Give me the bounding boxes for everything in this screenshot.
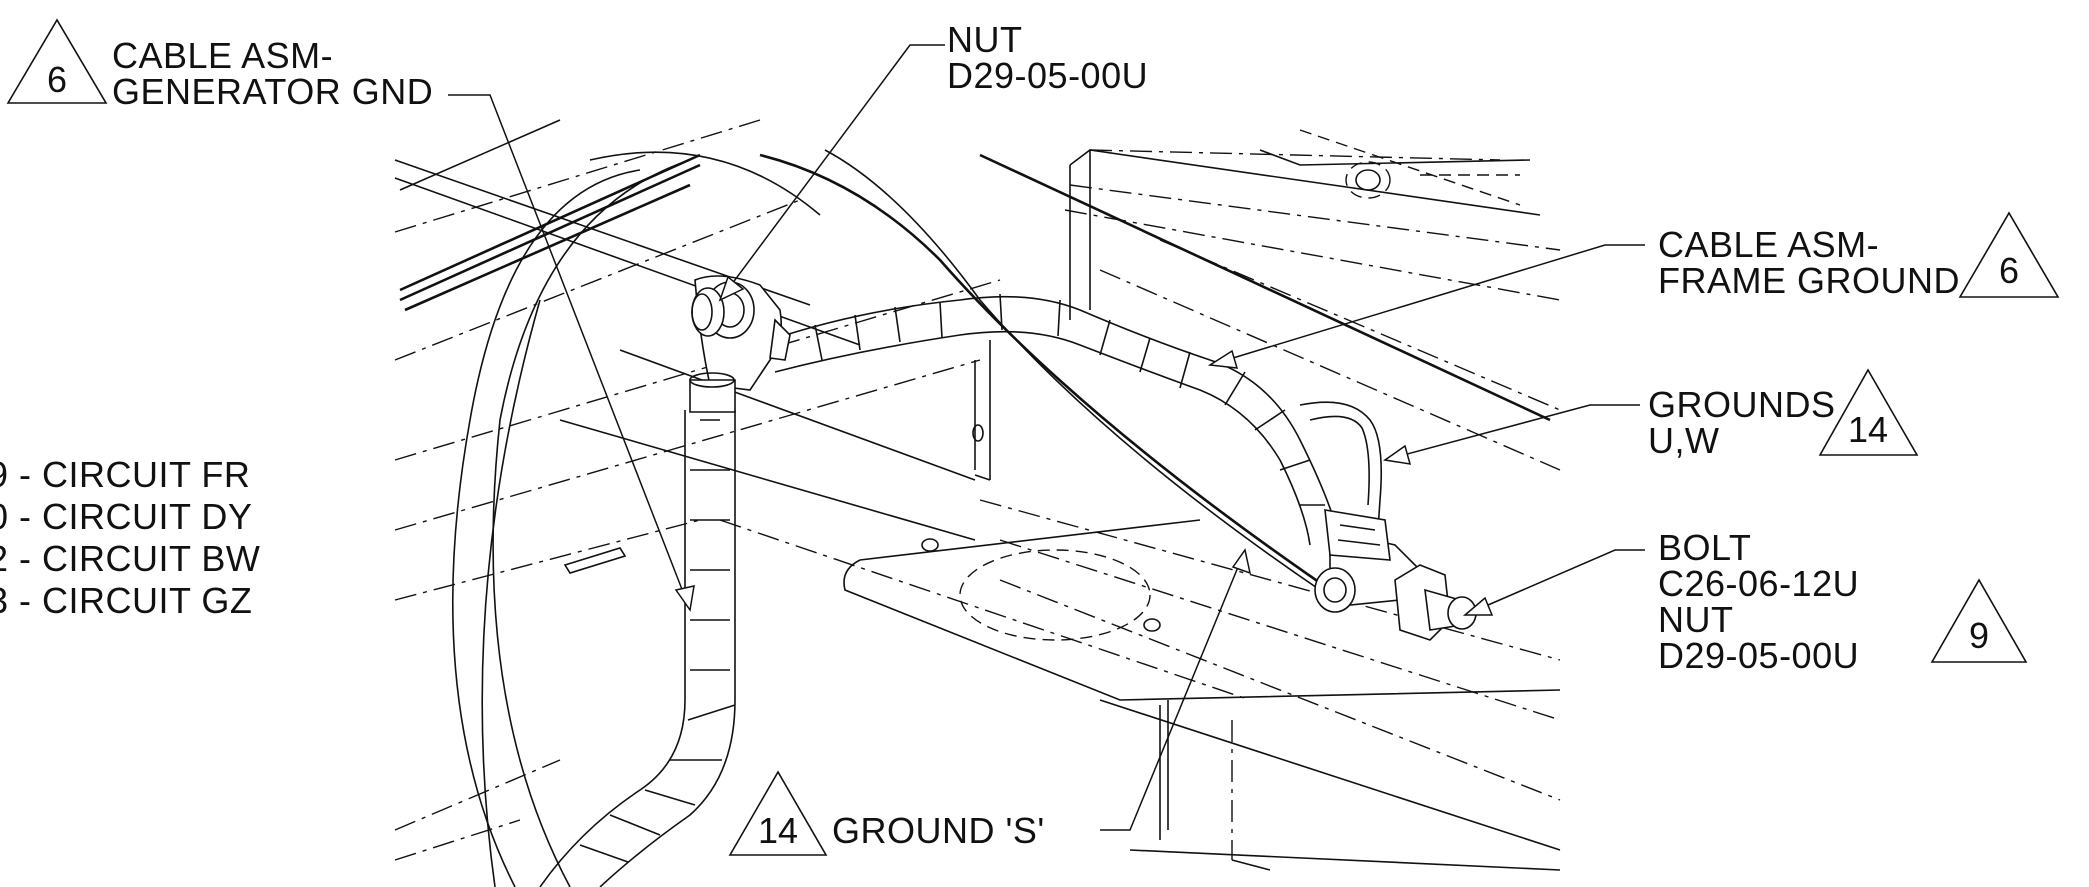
nut-label: NUT [1658,599,1734,640]
circuit-item: 3 - CIRCUIT GZ [0,580,252,621]
frame-ground-label-line2: FRAME GROUND [1658,260,1960,301]
ref-number: 14 [1848,409,1888,450]
ref-triangle-ground-s: 14 [728,770,828,856]
gen-gnd-label-line1: CABLE ASM- [112,35,333,76]
circuit-list: 9 - CIRCUIT FR 0 - CIRCUIT DY 2 - CIRCUI… [0,454,260,621]
ref-triangle-grounds-uw: 14 [1818,368,1919,456]
ref-number: 9 [1969,615,1989,656]
ref-triangle-frame-ground: 6 [1958,211,2060,298]
frame-ground-label-line1: CABLE ASM- [1658,224,1879,265]
ref-number: 6 [47,59,67,100]
frame-structure [394,119,1561,871]
frame-ground-cable [769,293,1382,546]
ref-triangle-bolt-nut: 9 [1930,578,2028,663]
ref-number: 14 [758,810,798,851]
nut-top-label-line1: NUT [947,19,1023,60]
bolt-part-number: C26-06-12U [1658,563,1859,604]
upper-ring-terminal [689,275,791,413]
bolt-label: BOLT [1658,527,1751,568]
grounds-label-line1: GROUNDS [1648,384,1836,425]
lower-bolt-assembly [1314,509,1477,641]
nut-part-number: D29-05-00U [1658,635,1859,676]
nut-top-label-line2: D29-05-00U [947,55,1148,96]
ground-s-label: GROUND 'S' [832,810,1045,851]
ref-number: 6 [1999,250,2019,291]
leader-lines [448,44,1645,831]
ref-triangle-gen-gnd: 6 [6,18,108,104]
grounds-label-line2: U,W [1648,420,1719,461]
ground-wires [589,149,1346,602]
generator-ground-cable [451,159,736,887]
circuit-item: 0 - CIRCUIT DY [0,496,252,537]
circuit-item: 9 - CIRCUIT FR [0,454,250,495]
circuit-item: 2 - CIRCUIT BW [0,538,260,579]
gen-gnd-label-line2: GENERATOR GND [112,71,433,112]
